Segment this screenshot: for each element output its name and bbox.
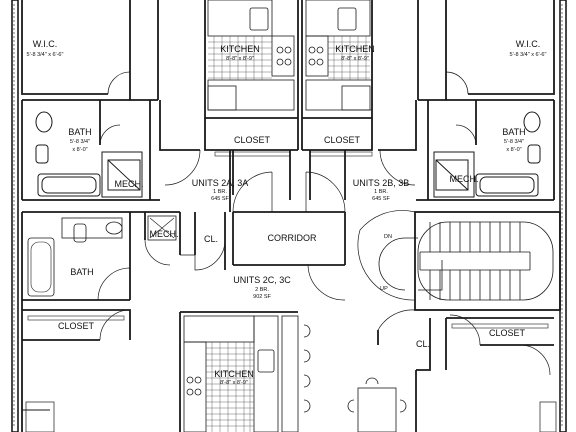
bath-left-tub — [37, 173, 101, 197]
closet-2a-label: CLOSET — [233, 135, 271, 145]
unit-b-sf: 645 SF — [372, 196, 390, 202]
bath-2c-walls — [21, 211, 181, 432]
bath-left-dims-1: 5'-8 3/4" — [69, 139, 91, 145]
mech-left-box — [107, 159, 141, 191]
closet-2c-label: CLOSET — [57, 321, 95, 331]
wic-left-walls — [21, 0, 160, 201]
kitchen-2a-fridge — [207, 85, 237, 111]
closet-2b-rod — [309, 151, 373, 157]
unit-c-title: UNITS 2C, 3C — [233, 275, 291, 285]
kitchen-2c-stools — [303, 324, 311, 413]
kitchen-2a-sink — [249, 7, 269, 31]
unit-c-sf: 902 SF — [253, 294, 271, 300]
kitchen-2b-name: KITCHEN — [335, 44, 375, 54]
bath-2c-name: BATH — [70, 267, 94, 277]
kitchen-2c-floor-grid — [206, 342, 254, 432]
bath-2c-sink — [105, 221, 123, 235]
closet-right-label: CLOSET — [488, 328, 526, 338]
bath-2c-sink-counter — [61, 217, 123, 239]
bath-right-dims-2: x 8'-0" — [506, 147, 522, 153]
kitchen-2b-sink — [337, 7, 357, 31]
closet-2b-label: CLOSET — [323, 135, 361, 145]
wic-right-name: W.I.C. — [515, 39, 541, 49]
bath-2c-toilet — [73, 223, 87, 243]
wic-right-walls — [416, 0, 555, 201]
kitchen-2c-sink — [257, 349, 275, 373]
corridor-label: CORRIDOR — [267, 233, 317, 243]
closet-2a-rod — [214, 151, 291, 157]
stair-door-swing — [359, 210, 416, 231]
kitchen-2b-floor-grid — [328, 36, 370, 80]
mech-2c-box — [147, 215, 177, 241]
corridor-walls — [232, 150, 346, 266]
corridor-door-swing-right — [305, 171, 346, 213]
cl-right-label: CL. — [415, 339, 431, 349]
bath-left-name: BATH — [68, 127, 92, 137]
kitchen-2b-fridge — [341, 85, 371, 111]
wic-left-door-swing — [107, 71, 131, 95]
kitchen-2a-floor-grid — [208, 36, 272, 80]
corridor-door-swing-left — [232, 171, 273, 213]
kitchen-2a-cabinets — [207, 0, 295, 111]
unit-c-br: 2 BR. — [255, 287, 269, 293]
cl-left-label: CL. — [203, 234, 219, 244]
mech-left-label: MECH. — [114, 179, 144, 189]
unit-a-title: UNITS 2A, 3A — [191, 178, 249, 188]
kitchen-2b-dims: 8'-8" x 8'-9" — [341, 56, 369, 62]
stair — [378, 211, 561, 311]
stair-up-label: UP — [380, 286, 388, 292]
kitchen-2c-name: KITCHEN — [214, 369, 254, 379]
kitchen-2a-dims: 8'-8" x 8'-9" — [226, 56, 254, 62]
kitchen-2c-cabinets — [183, 315, 299, 432]
kitchen-2c-dims: 8'-8" x 8'-9" — [220, 380, 248, 386]
bath-right-name: BATH — [502, 127, 526, 137]
bath-left-sink — [35, 111, 53, 133]
bath-left-toilet — [35, 144, 49, 164]
bath-2c-tub — [27, 237, 55, 297]
wic-left-name: W.I.C. — [32, 39, 58, 49]
bath-left-dims-2: x 8'-0" — [72, 147, 88, 153]
unit-b-br: 1 BR. — [374, 189, 388, 195]
unit-b-title: UNITS 2B, 3B — [352, 178, 410, 188]
mech-2c-label: MECH. — [149, 229, 179, 239]
kitchen-2c-island — [281, 315, 299, 432]
wic-left-dims: 5'-8 3/4" x 6'-6" — [26, 52, 64, 58]
kitchen-2b-cabinets — [305, 0, 373, 111]
dining-table — [347, 377, 407, 432]
bath-right-dims-1: 5'-8 3/4" — [503, 139, 525, 145]
mech-right-label: MECH. — [449, 174, 479, 184]
unit-a-br: 1 BR. — [213, 189, 227, 195]
kitchen-top-walls — [204, 0, 373, 151]
kitchen-2c-walls — [179, 311, 298, 432]
wic-right-dims: 5'-8 3/4" x 6'-6" — [509, 52, 547, 58]
unit-a-sf: 645 SF — [211, 196, 229, 202]
kitchen-2a-name: KITCHEN — [220, 44, 260, 54]
stair-dn-label: DN — [384, 234, 392, 240]
